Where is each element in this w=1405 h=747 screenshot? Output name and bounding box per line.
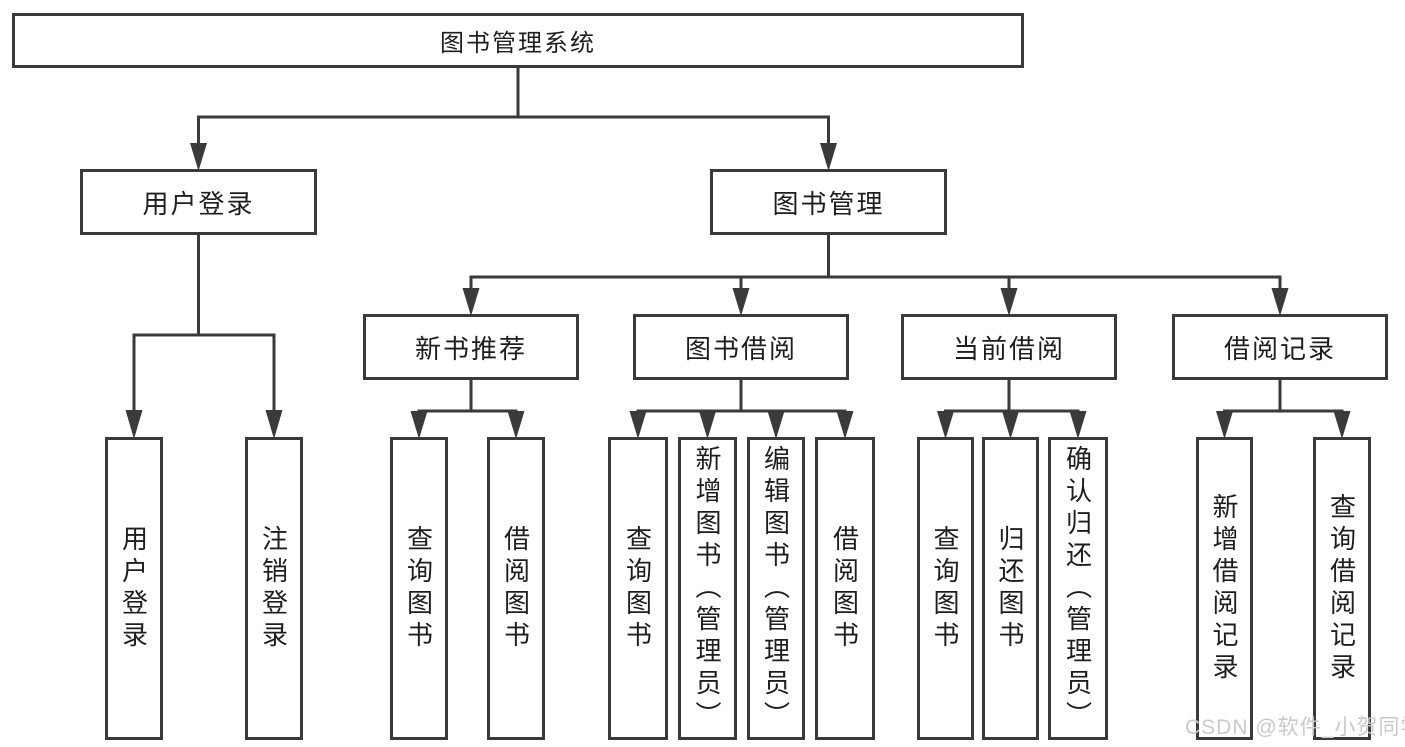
leaf-borrow-books: 借阅图书 [815,437,875,740]
node-user-login: 用户登录 [80,169,317,235]
node-borrowing-records: 借阅记录 [1172,314,1388,380]
leaf-user-login: 用户登录 [105,437,163,740]
leaf-add-borrow-record: 新增借阅记录 [1196,437,1253,740]
leaf-query-books-recommend: 查询图书 [390,437,448,740]
leaf-borrow-books-recommend: 借阅图书 [487,437,545,740]
leaf-return-books: 归还图书 [982,437,1039,740]
leaf-query-books-current: 查询图书 [917,437,974,740]
leaf-logout-login: 注销登录 [245,437,303,740]
watermark: CSDN @软件_小贺同学 [1185,716,1405,739]
leaf-edit-books-admin: 编辑图书（管理员） [747,437,805,740]
node-book-borrowing: 图书借阅 [633,314,849,380]
leaf-query-books-borrowing: 查询图书 [608,437,668,740]
node-new-book-recommend: 新书推荐 [363,314,579,380]
leaf-query-borrow-record: 查询借阅记录 [1313,437,1371,740]
node-book-management: 图书管理 [710,169,947,235]
node-library-system: 图书管理系统 [12,13,1024,68]
leaf-add-books-admin: 新增图书（管理员） [678,437,737,740]
node-current-borrowing: 当前借阅 [901,314,1117,380]
leaf-confirm-return-admin: 确认归还（管理员） [1048,437,1108,740]
